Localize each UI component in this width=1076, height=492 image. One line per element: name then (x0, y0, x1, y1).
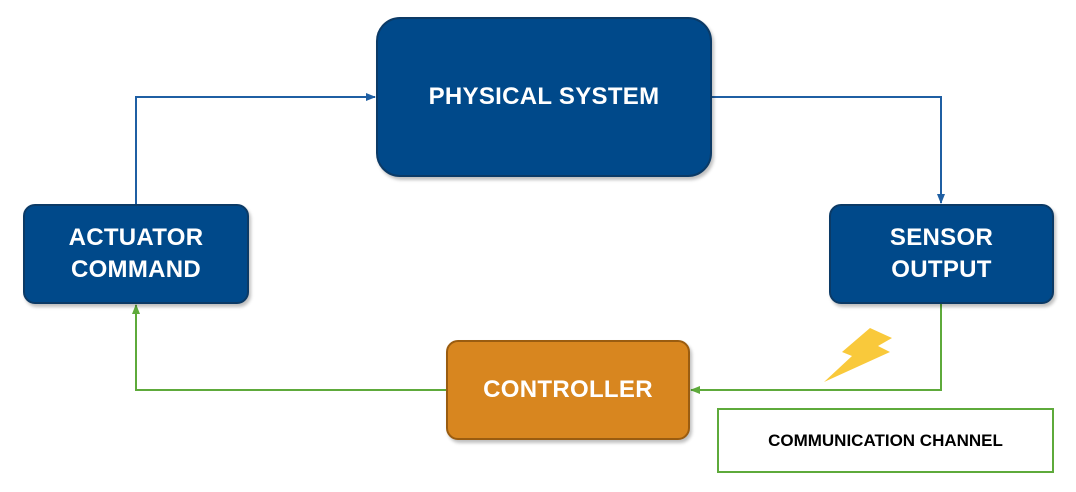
arrow-controller-to-actuator (132, 304, 446, 391)
actuator-command-block: ACTUATOR COMMAND (23, 204, 249, 304)
arrow-sensor-to-controller (690, 304, 942, 394)
sensor-output-block: SENSOR OUTPUT (829, 204, 1054, 304)
controller-label: CONTROLLER (483, 376, 653, 403)
controller-block: CONTROLLER (446, 340, 690, 440)
communication-channel-label: COMMUNICATION CHANNEL (768, 430, 1003, 450)
lightning-bolt-icon (824, 328, 892, 382)
sensor-output-label: SENSOR OUTPUT (889, 224, 994, 283)
communication-channel-box: COMMUNICATION CHANNEL (717, 408, 1054, 473)
actuator-command-label: ACTUATOR COMMAND (68, 224, 204, 283)
arrow-physical-to-sensor (712, 96, 945, 204)
arrow-actuator-to-physical (135, 93, 376, 204)
physical-system-block: PHYSICAL SYSTEM (376, 17, 712, 177)
physical-system-label: PHYSICAL SYSTEM (428, 83, 660, 110)
